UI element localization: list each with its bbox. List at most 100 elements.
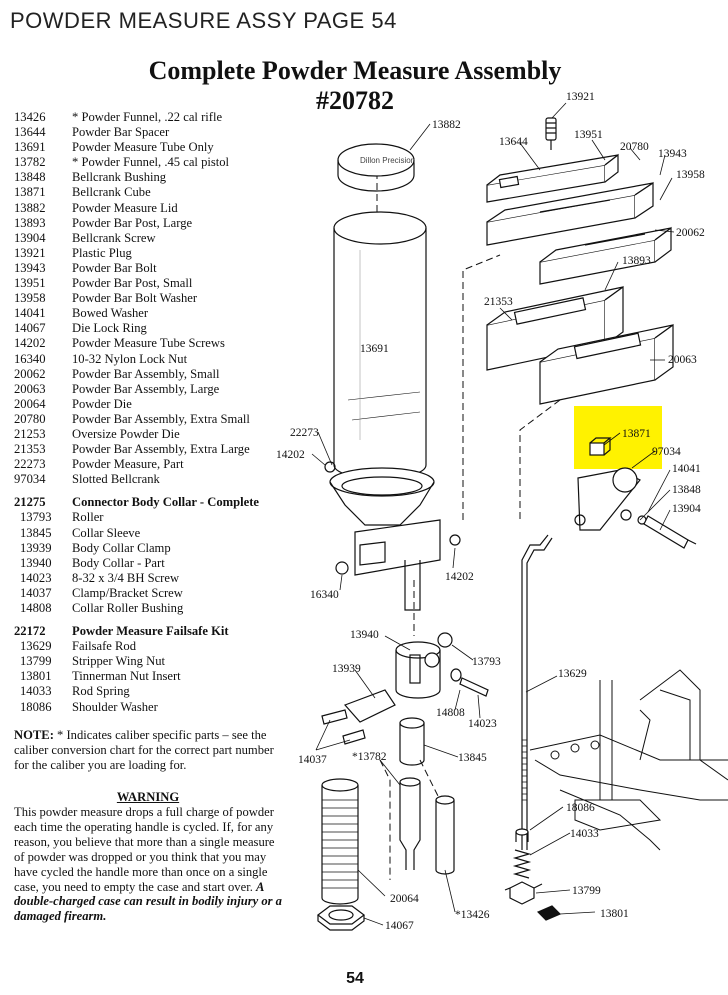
part-number: 13951 [14,276,46,291]
callout-14037: 14037 [298,754,327,766]
callout-leader-lines [311,102,675,926]
part-desc: 10-32 Nylon Lock Nut [72,351,188,366]
callout-14202-upper: 14202 [276,449,305,461]
part-desc: Collar Sleeve [72,525,141,540]
part-number: 13644 [14,125,46,140]
highlight-box [574,406,662,469]
callout-13644: 13644 [499,136,528,148]
callout-13951: 13951 [574,129,603,141]
part-desc: Roller [72,510,104,525]
part-desc: Bellcrank Cube [72,185,151,200]
title-line-2: #20782 [316,86,394,115]
part-desc: Bowed Washer [72,306,149,321]
callout-13799: 13799 [572,885,601,897]
warning-text-block: This powder measure drops a full charge … [14,805,284,924]
callout-13801: 13801 [600,908,629,920]
part-desc: Powder Bar Assembly, Extra Large [72,442,250,457]
part-desc: Body Collar Clamp [72,540,171,555]
part-desc: Slotted Bellcrank [72,472,160,487]
press-frame [529,669,728,851]
callout-18086: 18086 [566,802,595,814]
part-desc: * Powder Funnel, .22 cal rifle [72,110,223,124]
part-desc: Collar Roller Bushing [72,601,184,615]
part-desc: Stripper Wing Nut [72,654,166,669]
callout-13691: 13691 [360,343,389,355]
part-row: 97034 Slotted Bellcrank [14,472,259,487]
part-number: 97034 [14,472,46,487]
note-text: * Indicates caliber specific parts – see… [14,728,274,773]
warning-bold-text: A double-charged case can result in bodi… [14,879,282,924]
callout-14202-lower: 14202 [445,571,474,583]
part-desc: Clamp/Bracket Screw [72,585,183,600]
part-desc: Powder Measure Failsafe Kit [72,624,229,639]
callout-13893: 13893 [622,255,651,267]
part-number: 13893 [14,215,46,230]
part-desc: Powder Measure Lid [72,200,178,215]
callout-20780: 20780 [620,141,649,153]
part-desc: Powder Bar Assembly, Small [72,366,220,381]
callout-20062: 20062 [676,227,705,239]
part-number: 13871 [14,185,46,200]
part-number: 21353 [14,442,46,457]
part-number: 16340 [14,351,46,366]
callout-13845: 13845 [458,752,487,764]
part-number: 22172 [14,624,46,639]
part-row: 13426 * Powder Funnel, .22 cal rifle [14,110,259,125]
part-number: 20780 [14,411,46,426]
part-number: 13958 [14,291,46,306]
callout-13871: 13871 [622,428,651,440]
callout-14023: 14023 [468,718,497,730]
part-desc: Tinnerman Nut Insert [72,669,181,684]
callout-22273: 22273 [290,427,319,439]
part-desc: Plastic Plug [72,245,132,260]
callout-labels: 13921 13882 13644 13951 20780 13943 1395… [276,91,705,932]
failsafe-group-row: 22172 Powder Measure Failsafe Kit [14,624,259,639]
part-number: 13845 [20,525,52,540]
part-desc: Powder Bar Spacer [72,125,170,140]
failsafe-hardware [504,828,562,921]
callout-13782: *13782 [352,751,387,763]
callout-97034: 97034 [652,446,681,458]
warning-title: WARNING [116,790,180,804]
part-desc: Powder Measure, Part [72,457,184,472]
part-number: 21253 [14,426,46,441]
part-row: 14041 Bowed Washer [14,306,259,321]
caliber-note: NOTE: * Indicates caliber specific parts… [14,728,282,774]
part-number: 13939 [20,540,52,555]
part-number: 14067 [14,321,46,336]
part-desc: Powder Bar Assembly, Large [72,381,220,396]
part-row: 16340 10-32 Nylon Lock Nut [14,352,259,367]
powder-funnel-pistol [399,777,421,870]
part-number: 13426 [14,110,46,124]
callout-14067: 14067 [385,920,414,932]
callout-14041: 14041 [672,463,701,475]
assembly-guide-lines [376,150,561,880]
parts-list: 13426 * Powder Funnel, .22 cal rifle 13644… [14,110,259,715]
collar-sleeve [399,717,425,766]
part-number: 13691 [14,140,46,155]
part-number: 13801 [20,669,52,684]
part-row: 13871 Bellcrank Cube [14,185,259,200]
part-desc: Powder Bar Assembly, Extra Small [72,411,250,426]
callout-13882: 13882 [432,119,461,131]
part-number: 14041 [14,306,46,321]
part-desc: Powder Measure Tube Screws [72,336,225,351]
lid-logo-text: Dillon Precision [360,156,415,165]
powder-die [321,778,359,905]
